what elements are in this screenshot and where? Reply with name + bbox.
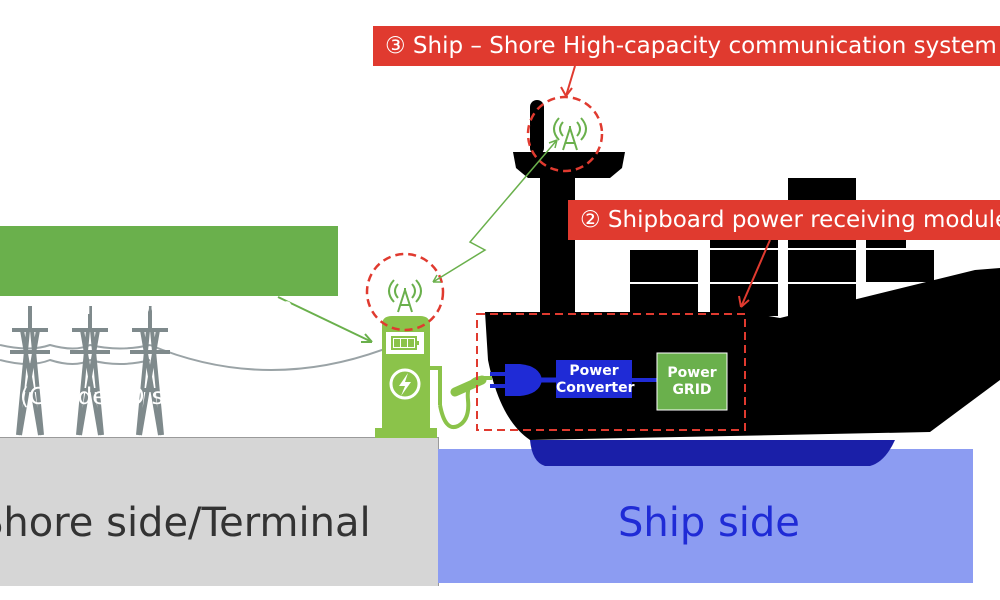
receiving-module-outline [476, 313, 746, 431]
power-grid-box [656, 352, 728, 411]
power-converter-box [556, 360, 632, 398]
receiving-callout: ② Shipboard power receiving module [568, 200, 1000, 240]
wireless-link [432, 139, 558, 283]
station-callout-line1: ① Onshore power station [4, 294, 294, 320]
station-callout-line2: (CHAdeMO system) [20, 384, 244, 410]
antenna-icon [388, 279, 422, 313]
power-tower-icon [10, 306, 50, 436]
station-antenna-ring [365, 252, 445, 332]
power-tower-icon [130, 306, 170, 436]
communication-callout-text: ③ Ship – Shore High-capacity communicati… [385, 33, 997, 59]
shore-terrain [0, 437, 439, 586]
plug-icon [490, 364, 558, 396]
sea-area [438, 449, 973, 583]
ship-antenna-ring [526, 95, 604, 173]
receiving-callout-arrow [740, 239, 771, 308]
power-converter-label: Power Converter [556, 363, 635, 396]
communication-callout: ③ Ship – Shore High-capacity communicati… [373, 26, 1000, 66]
power-grid-label: Power GRID [667, 365, 717, 398]
lightning-icon [399, 373, 411, 396]
receiving-callout-text: ② Shipboard power receiving module [580, 207, 1000, 233]
station-callout: ① Onshore power station (CHAdeMO system) [0, 226, 338, 410]
station-callout-arrow [277, 296, 373, 343]
charging-station-icon [375, 316, 492, 438]
power-tower-icon [70, 306, 110, 436]
battery-icon [391, 336, 419, 350]
antenna-icon [553, 117, 587, 151]
ship-side-label: Ship side [618, 500, 800, 546]
shore-side-label: Shore side/Terminal [0, 500, 371, 546]
ship-hull-waterline [530, 440, 895, 466]
communication-callout-arrow [565, 65, 576, 97]
